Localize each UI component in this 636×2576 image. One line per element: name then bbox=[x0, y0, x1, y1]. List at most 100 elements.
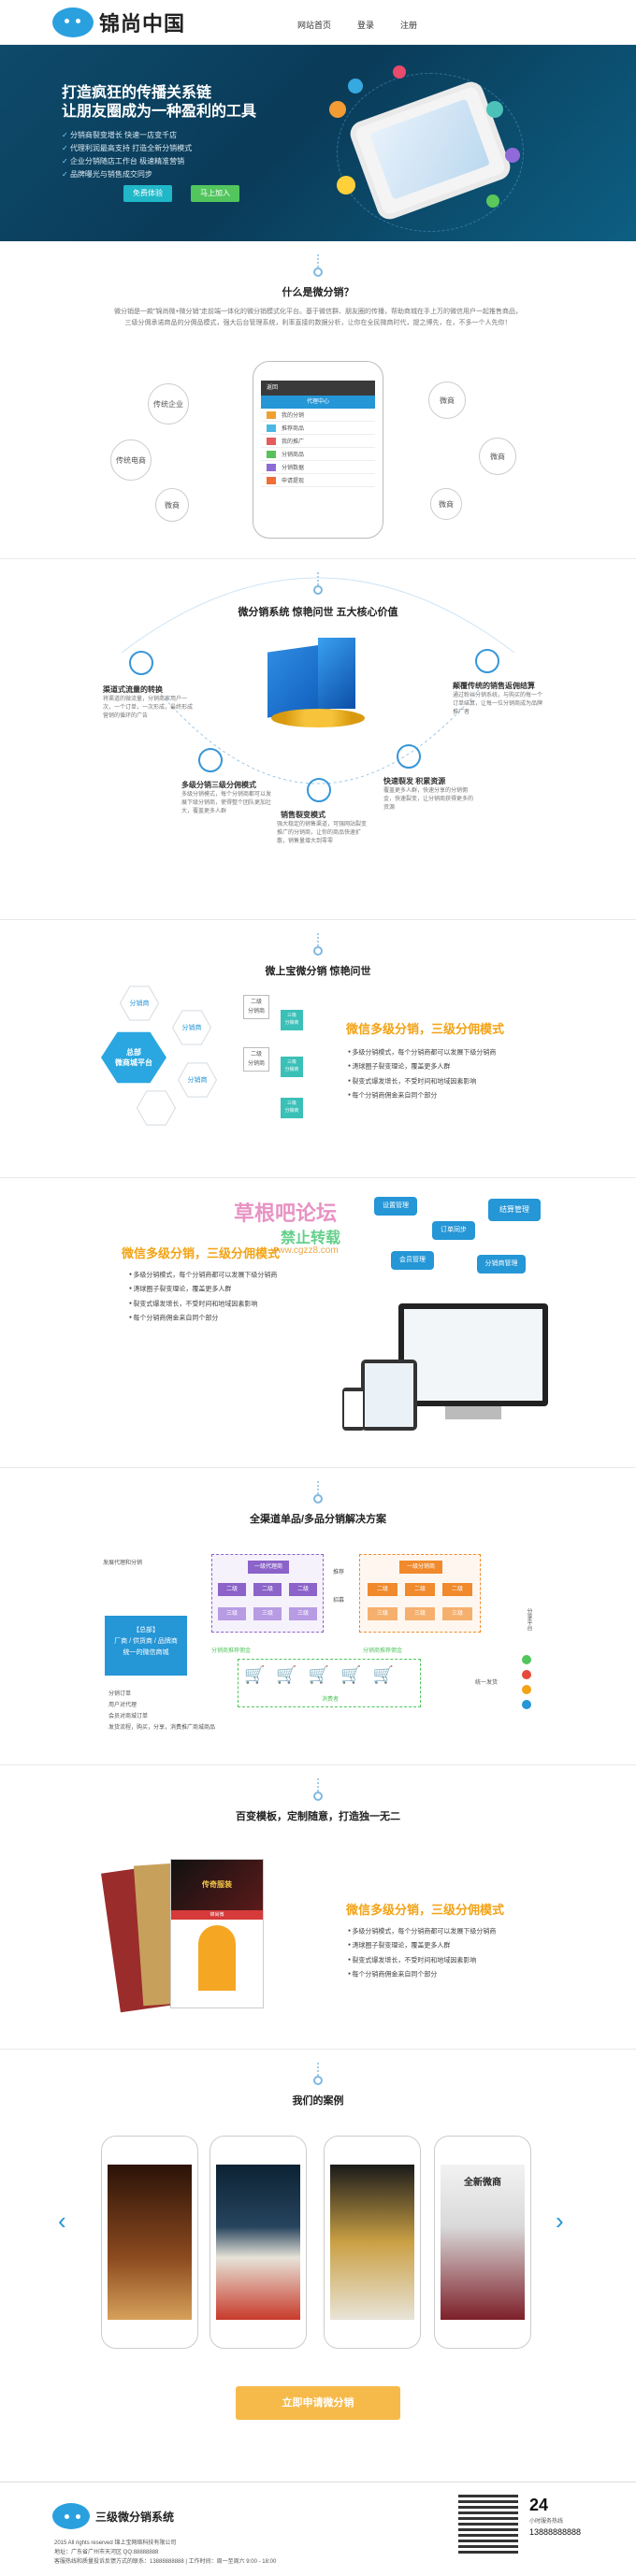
footer-line: 地址：广东省广州市天河区 QQ:88888888 bbox=[54, 2550, 159, 2555]
feature-item: 每个分销商佣金来自同个部分 bbox=[348, 1967, 496, 1981]
shop-name: 锦尚微 bbox=[171, 1910, 263, 1920]
value-title: 颠覆传统的销售返佣结算 bbox=[453, 682, 535, 690]
footer-brand: 三级微分销系统 bbox=[95, 2510, 175, 2524]
box-level2: 二级 分销商 bbox=[243, 995, 269, 1019]
flow-label: 招募 bbox=[333, 1598, 345, 1604]
bubble-wechat-merchant: 微商 bbox=[430, 488, 462, 520]
tier3-box: 三级 bbox=[442, 1607, 472, 1620]
footer-line: 2015 All rights reserved 锦上宝网络科技有限公司 bbox=[54, 2540, 177, 2546]
feature-item: 裂变式爆发增长，不受时间和地域因素影响 bbox=[348, 1953, 496, 1967]
nav-home[interactable]: 网站首页 bbox=[297, 21, 332, 30]
hex-distributor: 分销商 bbox=[173, 1011, 210, 1044]
value-title: 多级分销三级分佣模式 bbox=[181, 781, 256, 789]
wechat-icon[interactable] bbox=[522, 1655, 531, 1664]
case-phone[interactable]: 全新微商 bbox=[434, 2136, 531, 2349]
hero-bullet: 品牌曝光与销售成交同步 bbox=[62, 168, 192, 181]
tier3-box: 三级 bbox=[368, 1607, 398, 1620]
case-phone[interactable] bbox=[324, 2136, 421, 2349]
section-circle-icon bbox=[313, 267, 323, 277]
tier3-box: 三级 bbox=[289, 1607, 317, 1620]
footer-logo[interactable]: 三级微分销系统 bbox=[52, 2503, 174, 2529]
watermark-text: 草根吧论坛 bbox=[234, 1202, 338, 1225]
value-title: 快速裂发 积累资源 bbox=[383, 777, 446, 785]
carousel-next-button[interactable]: › bbox=[556, 2207, 564, 2235]
feature-item: 每个分销商佣金来自同个部分 bbox=[129, 1311, 277, 1325]
nav-login[interactable]: 登录 bbox=[357, 21, 375, 30]
tier2-box: 二级 bbox=[405, 1583, 435, 1596]
feature-item: 多级分销模式，每个分销商都可以发展下级分销商 bbox=[129, 1268, 277, 1282]
hero-bullets: 分销商裂变增长 快速一店变千店 代理利润最高支持 打造全新分销模式 企业分销随店… bbox=[62, 129, 192, 181]
menu-label: 申请提现 bbox=[282, 479, 305, 484]
headquarters-box: 【总部】 厂商 / 供货商 / 品牌商 统一的微信商城 bbox=[105, 1616, 187, 1676]
section-weishangbao: 微上宝微分销 惊艳问世 分销商 分销商 分销商 总部 微商城平台 二级 分销商 … bbox=[0, 920, 636, 1178]
phone-menu-item[interactable]: 我的分销 bbox=[261, 409, 375, 422]
menu-label: 我的推广 bbox=[282, 439, 305, 445]
section-what-is: 什么是微分销？ 微分销是一款"锦尚微+微分销"走前端一体化的微分销模式化平台。基… bbox=[0, 241, 636, 559]
menu-icon bbox=[267, 424, 276, 432]
qzone-icon[interactable] bbox=[522, 1685, 531, 1694]
hotline-number: 24 bbox=[529, 2496, 549, 2514]
case-phone[interactable] bbox=[101, 2136, 198, 2349]
logo[interactable]: 锦尚中国 bbox=[52, 7, 185, 37]
section-circle-icon bbox=[313, 1494, 323, 1504]
feature-list: 多级分销模式，每个分销商都可以发展下级分销商 涛球圈子裂变理论，覆盖更多人群 裂… bbox=[348, 1045, 496, 1102]
flow-label: 分销商推荐佣金 bbox=[363, 1648, 403, 1654]
hq-text: 厂商 / 供货商 / 品牌商 统一的微信商城 bbox=[114, 1638, 178, 1656]
hq-title: 【总部】 bbox=[133, 1627, 159, 1633]
feature-list: 多级分销模式，每个分销商都可以发展下级分销商 涛球圈子裂变理论，覆盖更多人群 裂… bbox=[129, 1268, 277, 1325]
flow-label: 推荐 bbox=[333, 1570, 345, 1576]
menu-icon bbox=[267, 450, 276, 458]
tier2-box: 二级 bbox=[368, 1583, 398, 1596]
cloud-label: 订单同步 bbox=[432, 1221, 475, 1240]
box-level2: 二级 分销商 bbox=[243, 1047, 269, 1072]
join-now-button[interactable]: 马上加入 bbox=[191, 185, 239, 202]
carousel-prev-button[interactable]: ‹ bbox=[58, 2207, 66, 2235]
chat-bubble-logo-icon bbox=[52, 2503, 90, 2529]
hero-title-line2: 让朋友圈成为一种盈利的工具 bbox=[62, 104, 257, 120]
menu-label: 我的分销 bbox=[282, 413, 305, 419]
section-templates: 百变模板，定制随意，打造独一无二 传奇服装 锦尚微 微信多级分销，三级分佣模式 … bbox=[0, 1765, 636, 2050]
flow-label: 分销商推荐佣金 bbox=[211, 1648, 252, 1654]
menu-icon bbox=[267, 410, 276, 419]
phone-back-label[interactable]: 返回 bbox=[267, 385, 279, 391]
case-phone[interactable] bbox=[210, 2136, 307, 2349]
orbit-icon bbox=[505, 148, 520, 163]
phone-menu-item[interactable]: 申请提现 bbox=[261, 474, 375, 487]
section-circle-icon bbox=[313, 946, 323, 956]
cart-icon: 🛒 bbox=[340, 1665, 362, 1684]
section-divider bbox=[317, 1481, 319, 1494]
social-icons bbox=[522, 1655, 531, 1709]
nav-register[interactable]: 注册 bbox=[400, 21, 418, 30]
phone-menu-item[interactable]: 分销数据 bbox=[261, 461, 375, 474]
tier3-box: 三级 bbox=[405, 1607, 435, 1620]
phone-header: 代理中心 bbox=[261, 396, 375, 409]
devices-image bbox=[342, 1303, 563, 1444]
section-title: 我们的案例 bbox=[292, 2095, 344, 2107]
hex-headquarters: 总部 微商城平台 bbox=[101, 1031, 166, 1084]
section-title: 微上宝微分销 惊艳问世 bbox=[265, 966, 371, 977]
weibo-icon[interactable] bbox=[522, 1670, 531, 1679]
hex-level3: 三级 分销商 bbox=[281, 1098, 303, 1118]
gamepad-icon bbox=[198, 748, 223, 772]
case-screenshot bbox=[216, 2165, 300, 2320]
feature-item: 裂变式爆发增长，不受时间和地域因素影响 bbox=[129, 1297, 277, 1311]
qq-icon[interactable] bbox=[522, 1700, 531, 1709]
header: 锦尚中国 网站首页 登录 注册 bbox=[0, 0, 636, 45]
orbit-ring bbox=[337, 73, 524, 232]
hex-level3: 三级 分销商 bbox=[281, 1010, 303, 1030]
cart-icons: 🛒🛒🛒🛒🛒 bbox=[244, 1665, 394, 1685]
section-description: 微分销是一款"锦尚微+微分销"走前端一体化的微分销模式化平台。基于微信群、朋友圈… bbox=[113, 309, 523, 326]
hero-title-line1: 打造疯狂的传播关系链 bbox=[62, 85, 212, 101]
section-divider bbox=[317, 572, 319, 585]
phone-menu-item[interactable]: 分销商品 bbox=[261, 448, 375, 461]
tier3-box: 三级 bbox=[218, 1607, 246, 1620]
phone-menu-item[interactable]: 推荐商品 bbox=[261, 422, 375, 435]
hero-bullet: 企业分销随店工作台 极速精准营销 bbox=[62, 155, 192, 168]
phone-menu-item[interactable]: 我的推广 bbox=[261, 435, 375, 448]
apply-now-button[interactable]: 立即申请微分销 bbox=[236, 2386, 400, 2420]
page: 锦尚中国 网站首页 登录 注册 打造疯狂的传播关系链 让朋友圈成为一种盈利的工具… bbox=[0, 0, 636, 2425]
value-text: 多级分销模式，每个分销商都可以发展下级分销商，使得整个团队更加壮大，覆盖更多人群 bbox=[181, 792, 272, 814]
free-trial-button[interactable]: 免费体验 bbox=[123, 185, 172, 202]
section-circle-icon bbox=[313, 2076, 323, 2085]
value-text: 覆盖更多人群，快速分享的分销佣金，快速裂变，让分销商获得更多的资源 bbox=[383, 788, 474, 811]
